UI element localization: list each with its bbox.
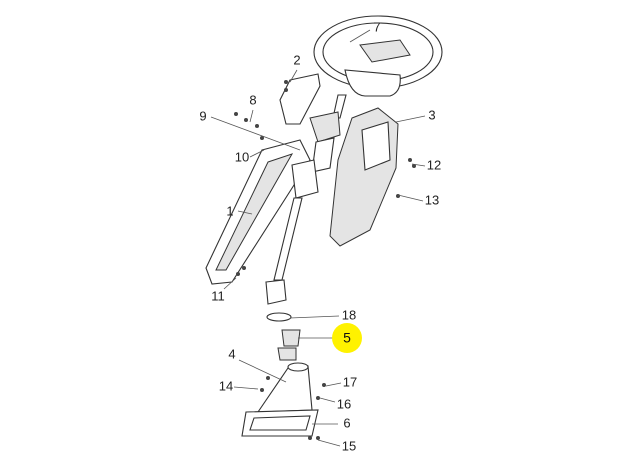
callout-1[interactable]: 1	[226, 203, 233, 218]
callout-10[interactable]: 10	[235, 149, 249, 164]
callout-2[interactable]: 2	[293, 52, 300, 67]
callout-13[interactable]: 13	[425, 192, 439, 207]
callout-12[interactable]: 12	[427, 157, 441, 172]
callout-7[interactable]: 7	[373, 19, 380, 34]
callout-6[interactable]: 6	[343, 415, 350, 430]
callout-17[interactable]: 17	[343, 374, 357, 389]
steering-wheel[interactable]	[313, 15, 443, 97]
callout-8[interactable]: 8	[249, 92, 256, 107]
callout-14[interactable]: 14	[219, 378, 233, 393]
callout-11[interactable]: 11	[211, 288, 225, 303]
upper-column[interactable]	[309, 94, 347, 173]
callout-5-highlight	[332, 323, 362, 353]
callout-18[interactable]: 18	[342, 307, 356, 322]
part-18-gasket[interactable]	[266, 312, 292, 322]
callout-4[interactable]: 4	[228, 346, 235, 361]
part-2-cover[interactable]	[279, 73, 321, 125]
callout-15[interactable]: 15	[342, 438, 356, 453]
callout-16[interactable]: 16	[337, 396, 351, 411]
callout-3[interactable]: 3	[428, 107, 435, 122]
part-5-boot[interactable]	[277, 329, 301, 361]
leader-lines	[210, 29, 426, 447]
callout-5[interactable]: 5	[343, 330, 351, 346]
callouts: 7 2 8 9 3 10 12 13 1 11 18 5 4 17 14 16 …	[199, 19, 441, 453]
lower-shaft[interactable]	[265, 159, 319, 305]
bolts	[234, 80, 416, 440]
callout-9[interactable]: 9	[199, 108, 206, 123]
